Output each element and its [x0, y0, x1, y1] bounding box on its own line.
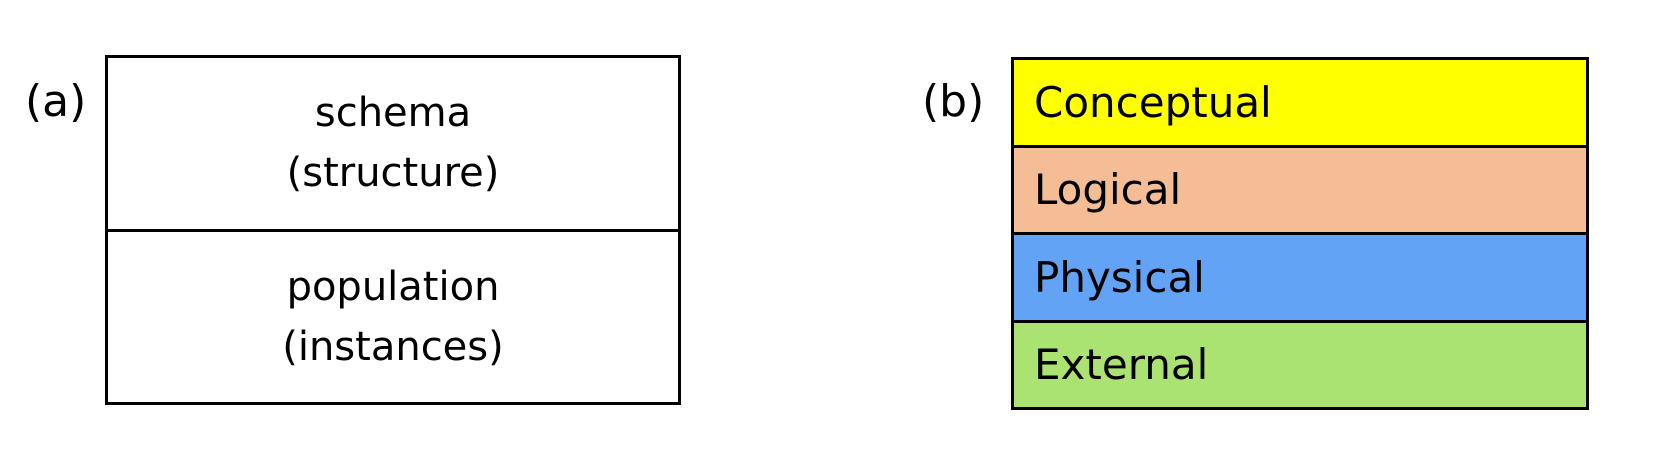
population-text: population: [286, 263, 500, 310]
instances-text: (instances): [282, 323, 504, 370]
schema-population-box: schema (structure) population (instances…: [105, 55, 681, 405]
panel-a-label: (a): [25, 76, 87, 127]
layer-external: External: [1014, 319, 1586, 407]
panel-b-label: (b): [922, 76, 985, 127]
layer-physical-label: Physical: [1034, 252, 1205, 302]
layer-logical-label: Logical: [1034, 165, 1182, 215]
layer-physical: Physical: [1014, 232, 1586, 320]
layer-conceptual: Conceptual: [1014, 60, 1586, 145]
population-cell: population (instances): [108, 228, 678, 403]
schema-cell: schema (structure): [108, 58, 678, 229]
structure-text: (structure): [286, 150, 500, 197]
layer-logical: Logical: [1014, 144, 1586, 232]
layer-conceptual-label: Conceptual: [1034, 77, 1272, 127]
schema-text: schema: [314, 90, 472, 137]
layer-external-label: External: [1034, 340, 1209, 390]
layer-stack: Conceptual Logical Physical External: [1011, 57, 1589, 410]
